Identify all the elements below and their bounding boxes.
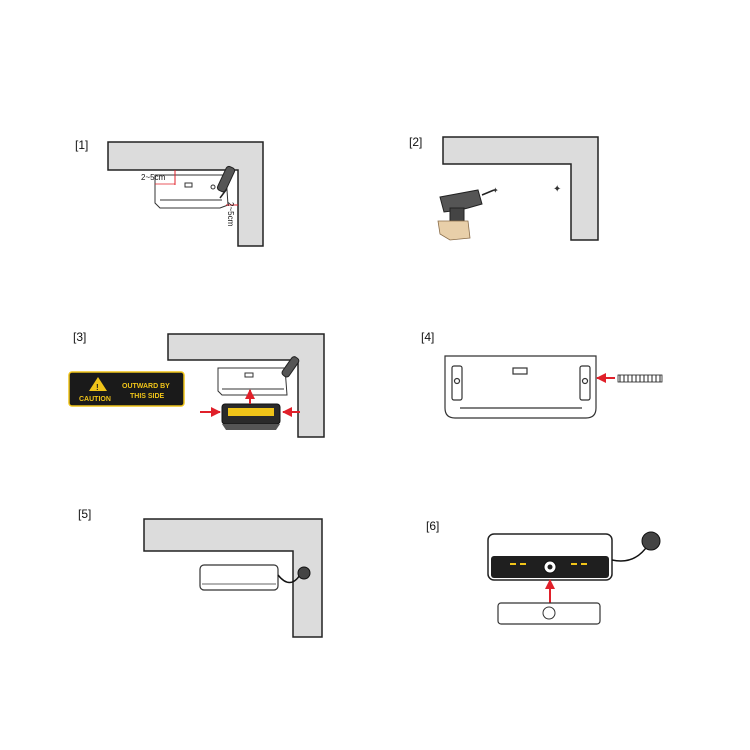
step-4-label: [4] (421, 330, 435, 344)
step-1-dim-top: 2~5cm (141, 173, 166, 182)
step-4-bracket (444, 355, 597, 419)
step-4-panel (444, 355, 663, 419)
step-1-screwdriver-icon (216, 165, 236, 199)
step-1-label: [1] (75, 138, 89, 152)
step-3-screwdriver-icon (281, 356, 300, 378)
warning-icon (89, 377, 107, 391)
svg-text:!: ! (96, 383, 99, 392)
step-5-label: [5] (78, 507, 92, 521)
step-2-label: [2] (409, 135, 423, 149)
step-1-wall-corner (107, 141, 264, 247)
step-3-caution-label: ! CAUTION OUTWARD BY THIS SIDE (68, 371, 185, 407)
step-6-cover-plate (497, 602, 601, 625)
step-6-label: [6] (426, 519, 440, 533)
step-5-cable (277, 574, 301, 584)
step-6-cable (611, 544, 649, 562)
outward-line-2: THIS SIDE (130, 393, 165, 400)
step-2-panel: ✦ ✦ (437, 136, 599, 241)
step-3-wall-corner (167, 333, 325, 438)
step-1-bracket (154, 174, 229, 209)
svg-text:✦: ✦ (492, 186, 499, 195)
step-1-dim-side: 2~5cm (226, 202, 235, 227)
step-5-panel (143, 518, 323, 638)
step-5-device (199, 564, 279, 591)
step-2-wall-corner (442, 136, 599, 241)
step-5-wall-corner (143, 518, 323, 638)
step-6-device (487, 533, 613, 581)
step-1-panel: 2~5cm 2~5cm (107, 141, 264, 247)
step-6-panel (487, 531, 661, 625)
step-3-bracket (217, 367, 288, 396)
step-3-label: [3] (73, 330, 87, 344)
step-2-screw-mark-icon: ✦ (553, 184, 561, 195)
step-2-drill-icon: ✦ (437, 186, 499, 241)
step-6-cable-plug (641, 531, 661, 551)
caution-word: CAUTION (79, 396, 111, 403)
step-5-cable-plug (297, 566, 311, 580)
outward-line-1: OUTWARD BY (122, 383, 170, 390)
step-3-panel: ! CAUTION OUTWARD BY THIS SIDE (68, 333, 325, 438)
step-3-device (221, 403, 281, 430)
step-4-screw-icon (617, 374, 663, 383)
